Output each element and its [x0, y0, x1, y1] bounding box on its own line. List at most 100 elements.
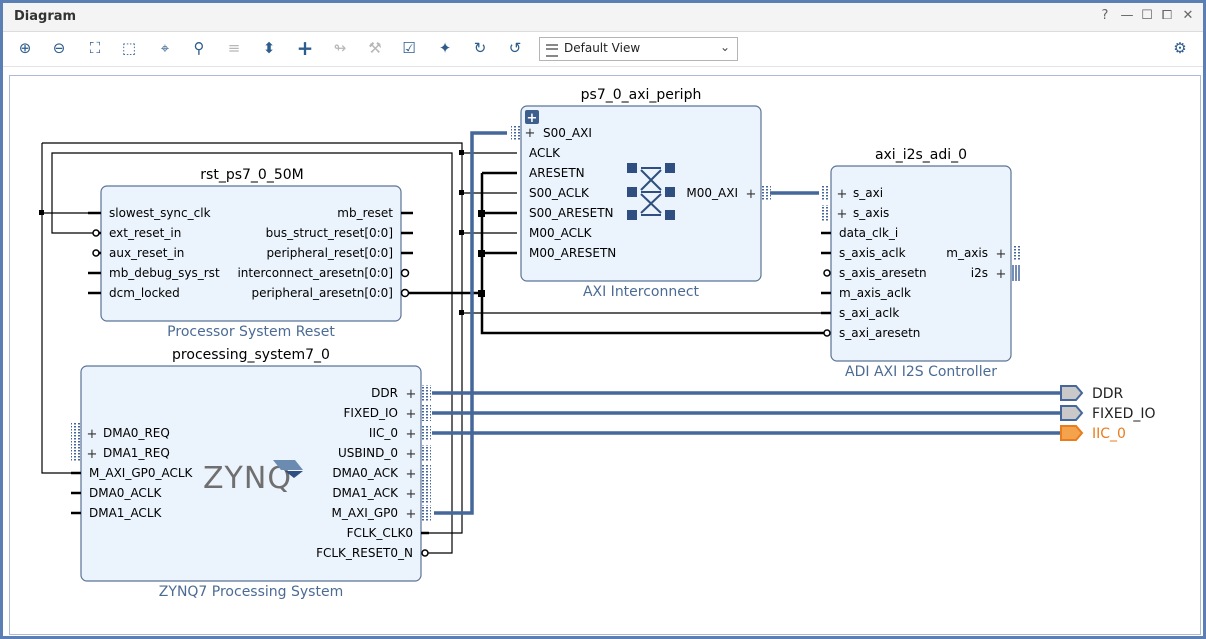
maximize-icon[interactable]: ⧠	[1161, 8, 1173, 23]
external-port-ddr[interactable]: DDR	[1060, 385, 1124, 402]
port-label: M00_AXI	[686, 186, 738, 200]
port-label: DMA0_ACK	[332, 466, 399, 480]
gear-icon[interactable]: ⚙	[1173, 39, 1187, 57]
refresh-icon[interactable]: ↻	[473, 39, 487, 57]
block-i2s[interactable]: axi_i2s_adi_0 ADI AXI I2S Controller s_a…	[821, 147, 1021, 380]
external-port-fixed-io[interactable]: FIXED_IO	[1060, 405, 1156, 422]
port-label: peripheral_aresetn[0:0]	[251, 286, 393, 300]
block-axi-interconnect[interactable]: ps7_0_axi_periph + AXI Interconnect S00_…	[511, 87, 771, 300]
svg-text:+: +	[406, 507, 417, 522]
close-icon[interactable]: ✕	[1182, 8, 1194, 23]
external-port-label: IIC_0	[1092, 426, 1126, 442]
svg-text:+: +	[746, 187, 757, 202]
svg-text:+: +	[406, 447, 417, 462]
bus-port-icon[interactable]	[422, 505, 431, 521]
port-label: DMA0_REQ	[103, 426, 170, 440]
block-instance-name: rst_ps7_0_50M	[200, 167, 303, 183]
collapse-all-icon[interactable]: ≡	[227, 39, 241, 57]
port-label: bus_struct_reset[0:0]	[266, 226, 393, 240]
net-fclk-reset0-n[interactable]	[51, 152, 453, 554]
bus-port-icon[interactable]	[422, 465, 431, 503]
minimize-icon[interactable]: —	[1120, 8, 1134, 23]
bus-port-icon[interactable]	[762, 185, 771, 201]
port-label: slowest_sync_clk	[109, 206, 211, 220]
diagram-canvas[interactable]: rst_ps7_0_50M Processor System Reset slo…	[9, 75, 1201, 635]
port-label: mb_reset	[337, 206, 393, 220]
port-label: ACLK	[529, 146, 561, 160]
block-caption: ZYNQ7 Processing System	[159, 584, 343, 600]
block-instance-name: axi_i2s_adi_0	[875, 147, 967, 163]
port-label: S00_ARESETN	[529, 206, 614, 220]
block-caption: Processor System Reset	[167, 324, 335, 340]
svg-text:+: +	[996, 247, 1007, 262]
port-label: FCLK_CLK0	[347, 526, 413, 540]
bus-m-axi-gp0[interactable]	[434, 131, 507, 515]
svg-text:+: +	[406, 427, 417, 442]
zynq-logo-text: ZYNQ	[203, 461, 292, 496]
window-title: Diagram	[14, 9, 77, 24]
restore-icon[interactable]: ☐	[1141, 8, 1153, 23]
expand-block-button[interactable]	[525, 110, 539, 124]
search-icon[interactable]: ⚲	[193, 39, 205, 57]
bus-port-icon[interactable]	[821, 185, 830, 201]
port-label: S00_ACLK	[529, 186, 590, 200]
bus-port-icon[interactable]	[821, 205, 830, 221]
port-label: aux_reset_in	[109, 246, 184, 260]
validate-design-icon[interactable]: ☑	[402, 39, 416, 57]
port-label: m_axis	[946, 246, 988, 260]
bus-port-icon[interactable]	[422, 445, 431, 461]
svg-text:+: +	[406, 467, 417, 482]
port-label: peripheral_reset[0:0]	[266, 246, 393, 260]
port-label: interconnect_aresetn[0:0]	[237, 266, 393, 280]
external-port-label: FIXED_IO	[1092, 406, 1156, 422]
port-label: s_axis_aclk	[839, 246, 906, 260]
block-instance-name: processing_system7_0	[172, 347, 330, 363]
view-select[interactable]: Default View ⌄	[539, 37, 738, 61]
block-ps7[interactable]: processing_system7_0 ZYNQ7 Processing Sy…	[71, 347, 431, 600]
add-ip-icon[interactable]: +	[296, 36, 314, 60]
zoom-area-icon[interactable]: ⬚	[121, 39, 137, 57]
crossbar-icon	[627, 163, 675, 220]
autoconnect-icon[interactable]: ⌖	[160, 39, 170, 57]
svg-text:+: +	[406, 487, 417, 502]
zoom-fit-icon[interactable]: ⛶	[89, 39, 101, 57]
block-rst[interactable]: rst_ps7_0_50M Processor System Reset slo…	[88, 167, 413, 340]
zoom-in-icon[interactable]: ⊕	[18, 39, 32, 57]
net-clk-top[interactable]	[42, 142, 463, 153]
make-connection-icon[interactable]: ↬	[333, 39, 347, 57]
port-label: M00_ACLK	[529, 226, 593, 240]
port-label: FCLK_RESET0_N	[316, 546, 413, 560]
port-label: data_clk_i	[839, 226, 898, 240]
pin-icon[interactable]: ✦	[438, 39, 452, 57]
port-label: FIXED_IO	[344, 406, 398, 420]
block-instance-name: ps7_0_axi_periph	[581, 87, 702, 103]
port-label: dcm_locked	[109, 286, 180, 300]
port-label: M_AXI_GP0	[332, 506, 399, 520]
view-select-value: Default View	[564, 41, 641, 55]
window-titlebar: Diagram ? — ☐ ⧠ ✕	[3, 3, 1203, 32]
port-label: S00_AXI	[543, 126, 592, 140]
diagram-toolbar: ⊕ ⊖ ⛶ ⬚ ⌖ ⚲ ≡ ⬍ + ↬ ⚒ ☑ ✦ ↻ ↺ Default Vi…	[3, 32, 1203, 67]
bus-port-icon[interactable]	[71, 423, 80, 461]
svg-text:+: +	[406, 387, 417, 402]
bus-port-icon[interactable]	[511, 125, 520, 141]
bus-port-icon[interactable]	[422, 405, 431, 421]
i2s-port-icon[interactable]	[1012, 265, 1020, 281]
bus-port-icon[interactable]	[422, 425, 431, 441]
net-m-axi-gp0-aclk[interactable]	[41, 143, 76, 474]
port-label: DMA0_ACLK	[89, 486, 163, 500]
buses	[432, 131, 1060, 515]
help-icon[interactable]: ?	[1101, 8, 1109, 23]
wrench-icon[interactable]: ⚒	[368, 39, 382, 57]
external-port-iic-0[interactable]: IIC_0	[1060, 425, 1126, 442]
svg-text:+: +	[837, 187, 848, 202]
bus-port-icon[interactable]	[422, 385, 431, 401]
expand-all-icon[interactable]: ⬍	[262, 39, 276, 57]
net-s-axi-aresetn[interactable]	[480, 173, 825, 335]
bus-port-icon[interactable]	[1012, 245, 1021, 261]
zoom-out-icon[interactable]: ⊖	[52, 39, 66, 57]
net-fclk-clk0[interactable]	[419, 152, 517, 534]
regenerate-layout-icon[interactable]: ↺	[508, 39, 522, 57]
external-port-label: DDR	[1092, 386, 1124, 402]
